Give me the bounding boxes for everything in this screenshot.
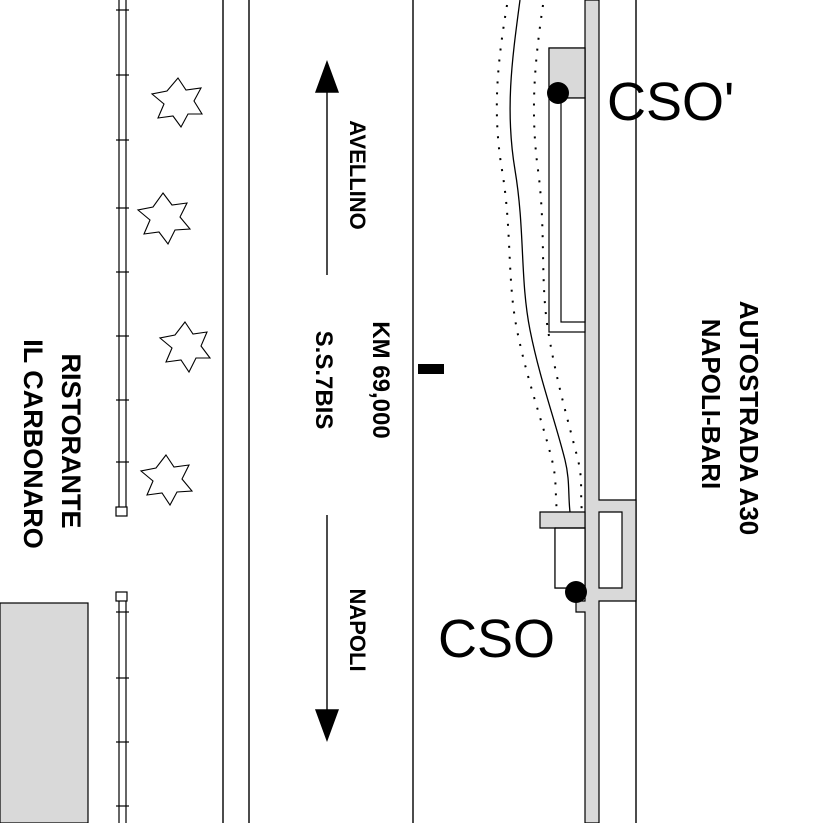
motorway-label-line2: NAPOLI-BARI [696,319,726,489]
cso-upper-label: CSO' [607,72,734,132]
km-marker-post [418,364,444,374]
arrow-south [314,515,340,743]
restaurant-label-line2: IL CARBONARO [18,339,48,549]
fence-upper [115,0,129,517]
motorway-label-line1: AUTOSTRADA A30 [734,301,764,536]
cso-upper-point [547,82,569,104]
arrow-north [314,59,340,275]
fence-lower [115,591,129,823]
trees [136,77,212,507]
road-name-label: S.S.7BIS [310,331,337,430]
restaurant-label-line1: RISTORANTE [56,353,86,528]
cso-lower-label: CSO [438,609,555,669]
tree-icon [139,454,194,507]
road-lines [222,0,637,823]
tree-icon [158,321,212,374]
cso-lower-point [565,581,587,603]
direction-north-label: AVELLINO [345,120,370,230]
tree-icon [150,77,203,129]
km-label: KM 69,000 [367,321,394,438]
tree-icon [136,192,192,246]
embankment [495,0,583,513]
direction-south-label: NAPOLI [345,588,370,671]
building-block [0,602,89,823]
